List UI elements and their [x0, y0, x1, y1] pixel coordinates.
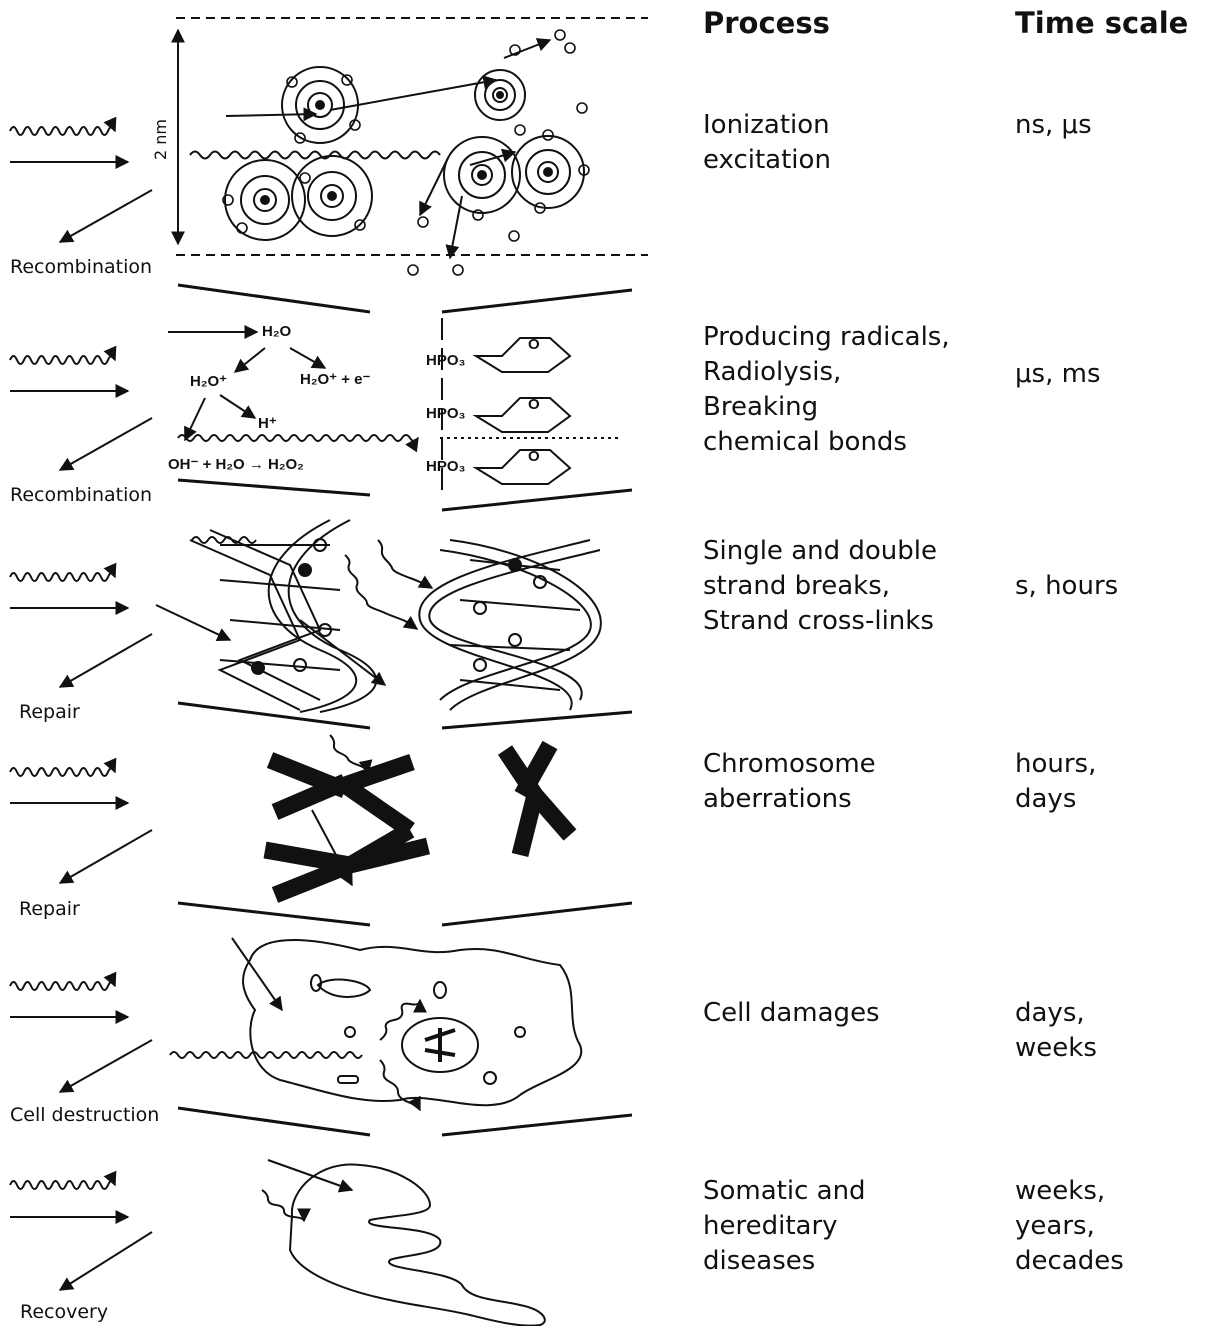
side-label-cell-destruction: Cell destruction	[10, 1104, 159, 1126]
peroxide-reaction-label: OH⁻ + H₂O → H₂O₂	[168, 455, 304, 473]
side-label-recovery: Recovery	[20, 1301, 108, 1323]
cell-damage-panel	[170, 938, 581, 1110]
atom-ionization-panel	[176, 18, 648, 275]
time-cell-damages: days,weeks	[1015, 996, 1097, 1066]
time-ionization: ns, μs	[1015, 108, 1092, 143]
side-label-repair: Repair	[19, 898, 80, 920]
time-scale-header: Time scale	[1015, 4, 1188, 42]
ring-atom-label-2: O	[528, 396, 540, 413]
water-ion-electron-label: H₂O⁺ + e⁻	[300, 370, 370, 388]
side-label-recombination: Recombination	[10, 256, 152, 278]
ring-atom-label-1: O	[528, 336, 540, 353]
time-diseases: weeks,years,decades	[1015, 1174, 1124, 1279]
water-ion-label: H₂O⁺	[190, 372, 227, 390]
process-cell-damages: Cell damages	[703, 996, 880, 1031]
phosphate-label-1: HPO₃	[426, 352, 465, 369]
row6-arrows	[10, 1181, 152, 1290]
side-label-repair: Repair	[19, 701, 80, 723]
row3-arrows	[10, 573, 152, 687]
scale-label: 2 nm	[151, 119, 170, 160]
atom	[475, 70, 525, 120]
dna-strand-breaks-panel	[156, 520, 601, 712]
phosphate-label-2: HPO₃	[426, 405, 465, 422]
atom	[444, 137, 520, 213]
row1-arrows	[10, 127, 152, 242]
atom	[282, 67, 358, 143]
row4-arrows	[10, 768, 152, 883]
row2-arrows	[10, 356, 152, 470]
cell-membrane	[243, 940, 581, 1105]
water-label: H₂O	[262, 323, 291, 340]
side-label-recombination: Recombination	[10, 484, 152, 506]
process-header: Process	[703, 4, 830, 42]
time-chromosome: hours,days	[1015, 747, 1096, 817]
time-radicals: μs, ms	[1015, 357, 1101, 392]
phosphate-label-3: HPO₃	[426, 458, 465, 475]
proton-label: H⁺	[258, 414, 277, 432]
atom	[512, 136, 584, 208]
ring-atom-label-3: O	[528, 448, 540, 465]
chromosome-panel	[265, 735, 570, 895]
organism-panel	[262, 1160, 545, 1326]
time-strand-breaks: s, hours	[1015, 569, 1118, 604]
row5-arrows	[10, 982, 152, 1092]
